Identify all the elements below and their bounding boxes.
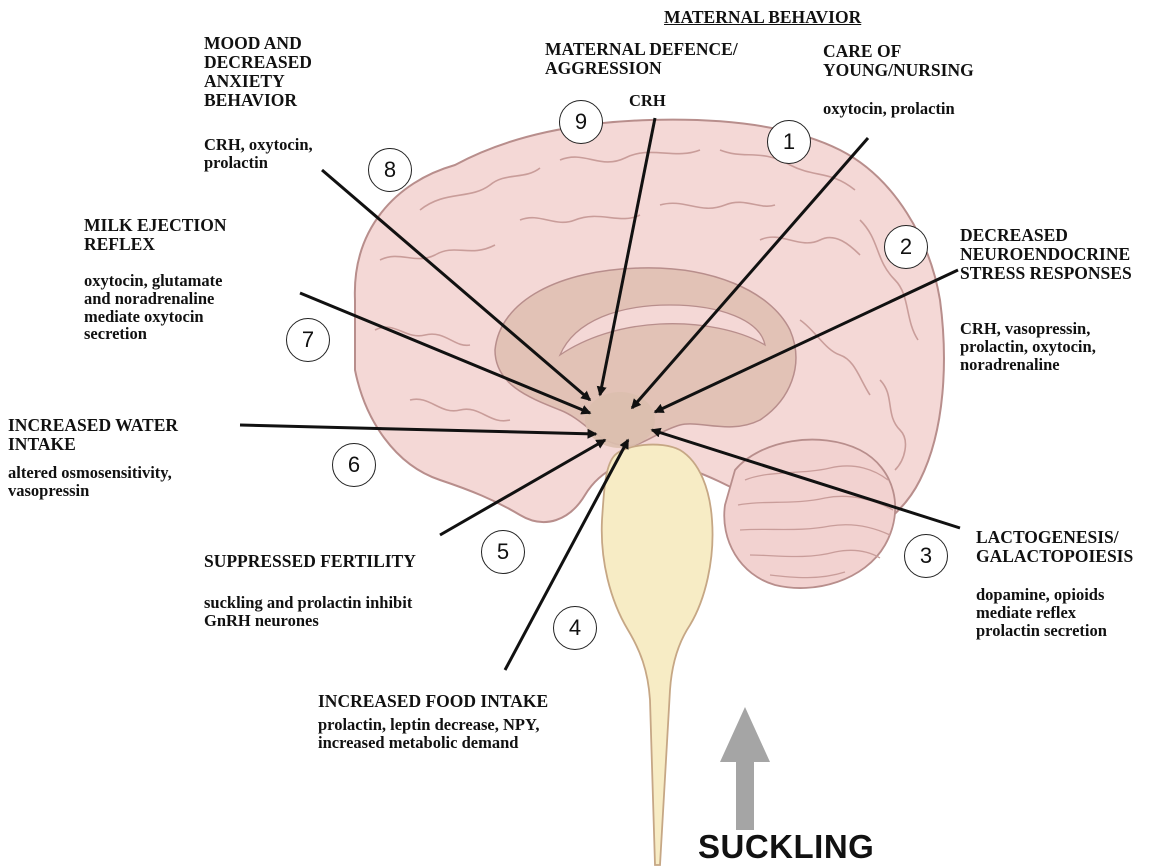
item-1-number: 1 — [767, 120, 811, 164]
item-6-title: INCREASED WATER INTAKE — [8, 416, 178, 454]
item-5-title: SUPPRESSED FERTILITY — [204, 552, 416, 571]
item-6-number: 6 — [332, 443, 376, 487]
item-7-number: 7 — [286, 318, 330, 362]
item-4-detail: prolactin, leptin decrease, NPY, increas… — [318, 716, 540, 752]
item-5-detail: suckling and prolactin inhibit GnRH neur… — [204, 594, 412, 630]
item-8-number: 8 — [368, 148, 412, 192]
item-9-number: 9 — [559, 100, 603, 144]
suckling-arrow — [720, 707, 770, 830]
item-1-detail: oxytocin, prolactin — [823, 100, 955, 118]
item-1-title: CARE OF YOUNG/NURSING — [823, 42, 974, 80]
item-7-title: MILK EJECTION REFLEX — [84, 216, 226, 254]
item-8-detail: CRH, oxytocin, prolactin — [204, 136, 313, 172]
maternal-behavior-header: MATERNAL BEHAVIOR — [664, 8, 861, 27]
item-2-number: 2 — [884, 225, 928, 269]
item-7-detail: oxytocin, glutamate and noradrenaline me… — [84, 272, 222, 343]
item-4-number: 4 — [553, 606, 597, 650]
suckling-label: SUCKLING — [698, 828, 874, 866]
item-3-number: 3 — [904, 534, 948, 578]
item-9-detail: CRH — [629, 92, 666, 110]
item-5-number: 5 — [481, 530, 525, 574]
item-8-title: MOOD AND DECREASED ANXIETY BEHAVIOR — [204, 34, 312, 110]
item-2-detail: CRH, vasopressin, prolactin, oxytocin, n… — [960, 320, 1096, 373]
item-6-detail: altered osmosensitivity, vasopressin — [8, 464, 172, 500]
item-3-detail: dopamine, opioids mediate reflex prolact… — [976, 586, 1107, 639]
item-2-title: DECREASED NEUROENDOCRINE STRESS RESPONSE… — [960, 226, 1132, 283]
item-3-title: LACTOGENESIS/ GALACTOPOIESIS — [976, 528, 1133, 566]
item-4-title: INCREASED FOOD INTAKE — [318, 692, 548, 711]
hypothalamus — [585, 392, 655, 448]
item-9-title: MATERNAL DEFENCE/ AGGRESSION — [545, 40, 738, 78]
brainstem — [602, 445, 713, 865]
